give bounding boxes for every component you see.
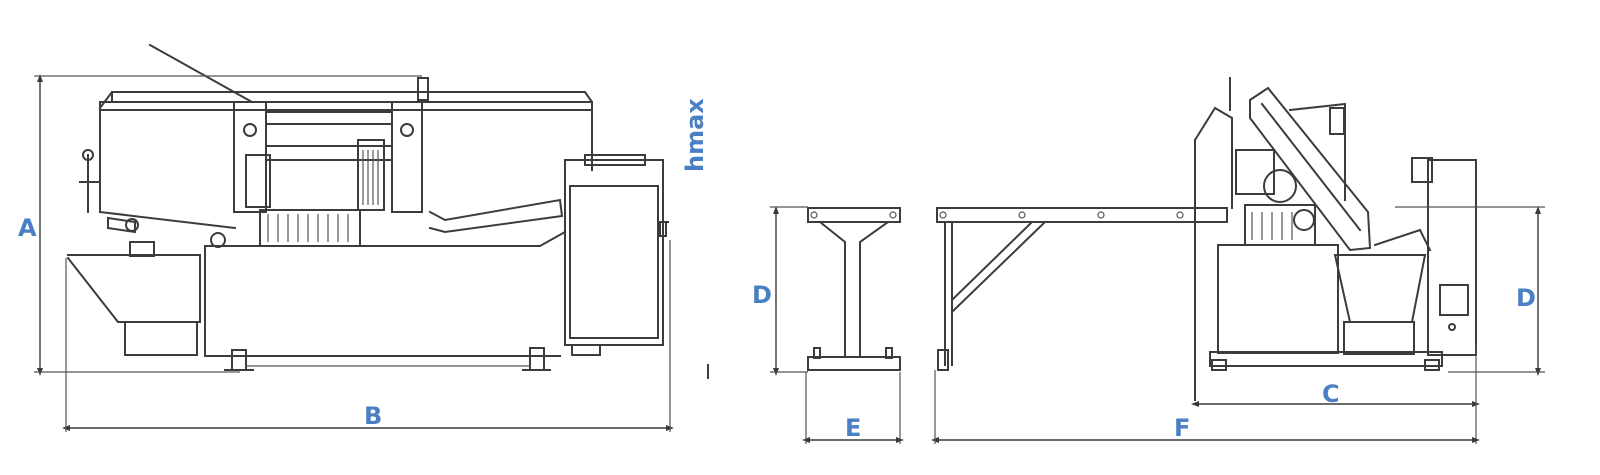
stand-dimensions — [770, 206, 904, 444]
label-d-left: D — [752, 281, 772, 309]
label-d-right: D — [1516, 284, 1536, 312]
front-view-dimensions — [931, 206, 1545, 444]
support-stand — [807, 207, 901, 371]
bandsaw-front-view — [936, 77, 1477, 401]
left-dimensions — [34, 74, 674, 432]
bandsaw-side-view — [66, 43, 709, 379]
label-c: C — [1322, 380, 1340, 408]
label-hmax: hmax — [681, 98, 709, 172]
label-e: E — [845, 414, 861, 442]
label-f: F — [1174, 414, 1190, 442]
label-a: A — [18, 214, 37, 242]
label-b: B — [364, 402, 382, 430]
